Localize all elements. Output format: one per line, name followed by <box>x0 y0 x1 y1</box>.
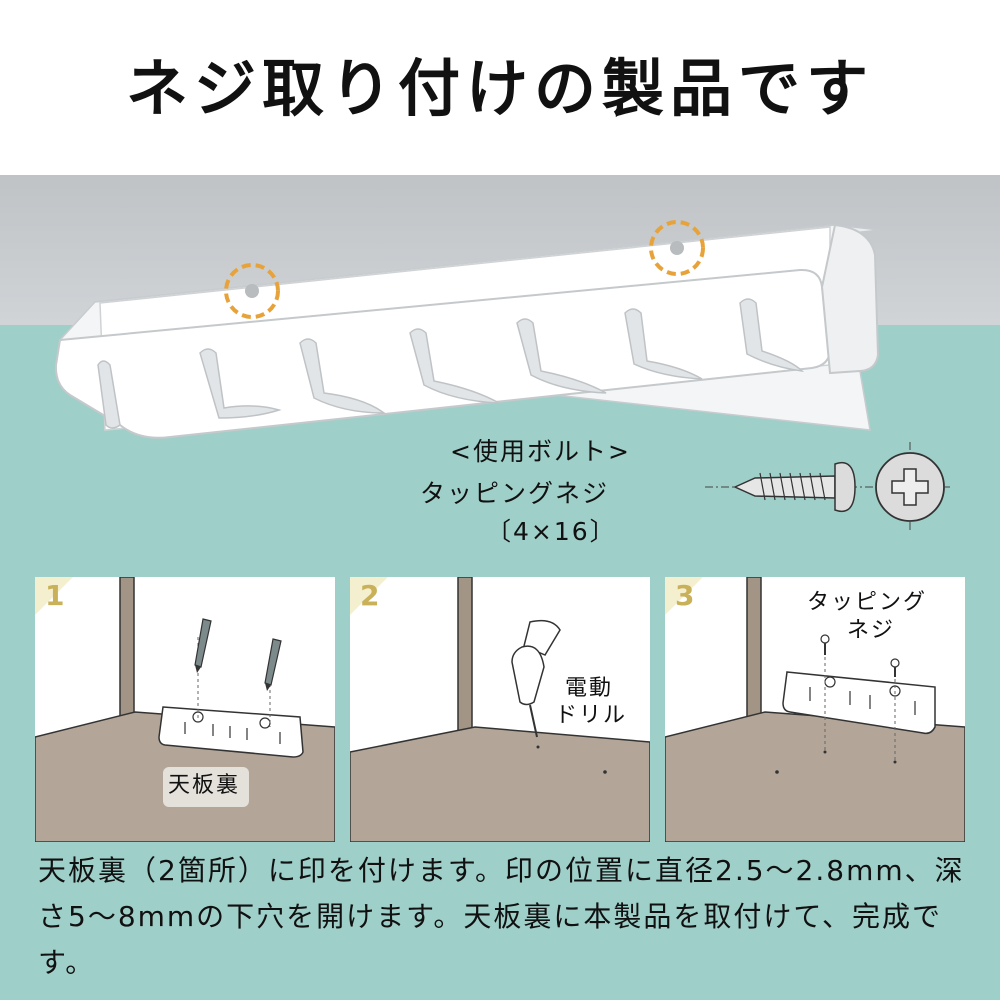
tapping-screw-label-line1: タッピング <box>807 590 928 615</box>
bolt-heading: <使用ボルト> <box>450 437 631 466</box>
step-1-illustration <box>35 577 335 842</box>
header: ネジ取り付けの製品です <box>0 0 1000 175</box>
bolt-size: 〔4×16〕 <box>486 517 617 546</box>
step-number: 1 <box>45 579 65 612</box>
step-2-panel: 2 電動 ドリル <box>350 577 650 842</box>
page-title: ネジ取り付けの製品です <box>125 51 874 125</box>
drill-label-line1: 電動 <box>565 676 614 701</box>
step-1-panel: 1 天板裏 <box>35 577 335 842</box>
drill-label-line2: ドリル <box>555 703 628 728</box>
tapping-screw-icon <box>705 442 950 532</box>
step-number: 3 <box>675 579 695 612</box>
tapping-screw-label-line2: ネジ <box>847 618 896 643</box>
board-underside-label: 天板裏 <box>168 773 241 798</box>
step-3-panel: 3 タッピング ネジ <box>665 577 965 842</box>
instruction-text: 天板裏（2箇所）に印を付けます。印の位置に直径2.5〜2.8mm、深さ5〜8mm… <box>38 854 965 979</box>
bolt-info: <使用ボルト> タッピングネジ 〔4×16〕 <box>420 432 980 562</box>
product-image <box>54 220 881 439</box>
step-3-illustration <box>665 577 965 842</box>
step-2-illustration <box>350 577 650 842</box>
bolt-name: タッピングネジ <box>420 479 610 508</box>
step-number: 2 <box>360 579 380 612</box>
